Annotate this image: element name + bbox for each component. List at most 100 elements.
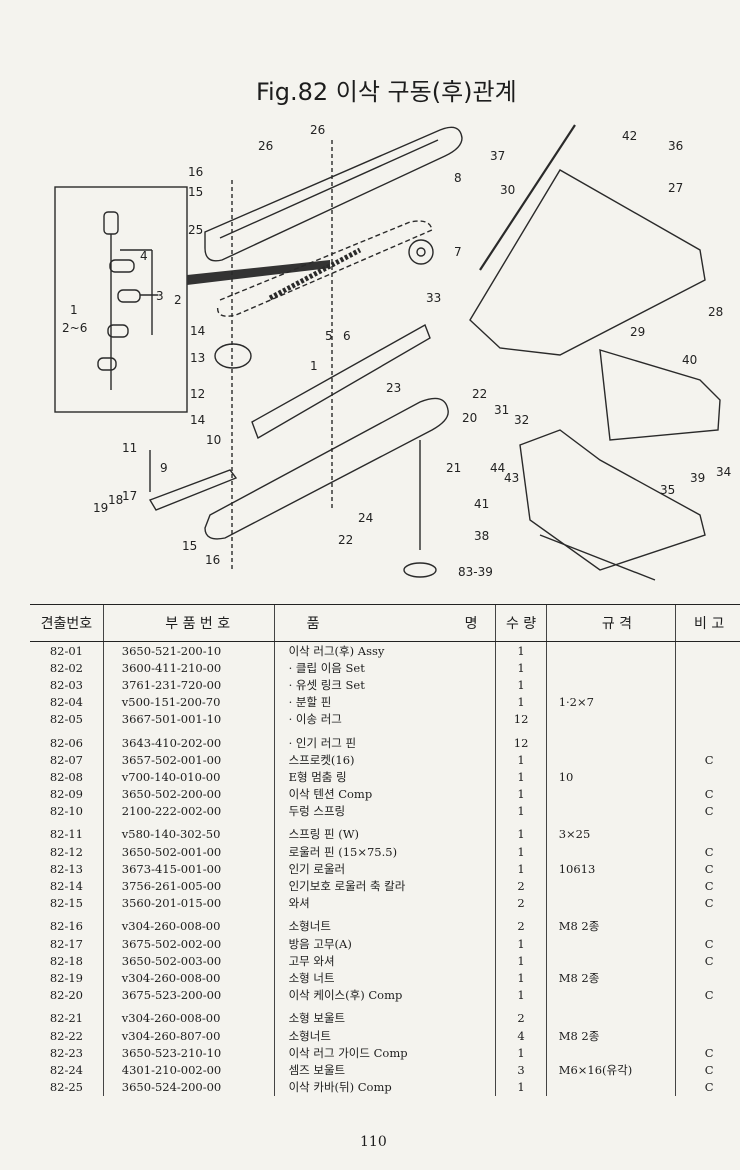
row-no: 82-25	[49, 1080, 83, 1095]
row-name: 이삭 카바(뒤) Comp	[273, 1078, 496, 1096]
row-qty: 1	[495, 768, 547, 786]
row-spec: M8 2종	[545, 911, 676, 935]
row-remark	[675, 641, 740, 660]
row-remark: C	[675, 802, 740, 820]
roller	[214, 343, 252, 369]
row-qty: 1	[495, 819, 547, 844]
row-spec	[545, 843, 676, 861]
row-qty: 2	[495, 1003, 547, 1027]
row-spec: M8 2종	[545, 1026, 676, 1045]
row-no: 82-15	[49, 896, 83, 911]
row-remark	[675, 676, 740, 694]
row-no: 82-11	[49, 827, 83, 842]
row-remark	[675, 693, 740, 711]
row-no: 82-01	[49, 643, 83, 658]
row-qty: 1	[495, 860, 547, 878]
callout-text: 36	[668, 139, 683, 153]
callout-text: 30	[500, 183, 515, 197]
callout-text: 39	[690, 471, 705, 485]
row-part-no: 3756-261-005-00	[102, 877, 275, 895]
row-qty: 1	[495, 641, 547, 660]
inset-box	[54, 186, 188, 413]
exploded-parts-diagram: 26 26 16 15 25 8 37 30 42 36 27 7 28 33 …	[0, 110, 740, 600]
tension-arm	[148, 469, 238, 511]
row-qty: 12	[495, 727, 547, 752]
row-no: 82-02	[49, 660, 83, 675]
row-qty: 1	[495, 969, 547, 987]
callout-text: 13	[190, 351, 205, 365]
callout-text: 44	[490, 461, 505, 475]
callout-text: 26	[310, 123, 325, 137]
row-no: 82-06	[49, 735, 83, 750]
row-no: 82-08	[49, 769, 83, 784]
row-name: 와셔	[273, 894, 496, 912]
bottom-guard	[519, 429, 706, 571]
row-spec	[545, 1003, 676, 1027]
callout-text: 40	[682, 353, 697, 367]
row-part-no: 3560-201-015-00	[102, 894, 275, 912]
row-part-no: v304-260-807-00	[102, 1026, 275, 1045]
row-part-no: 3675-523-200-00	[102, 986, 275, 1004]
callout-text: 32	[514, 413, 529, 427]
row-qty: 1	[495, 952, 547, 970]
row-name: 소형너트	[273, 1026, 496, 1045]
row-name: E형 멈춤 링	[273, 768, 496, 786]
row-qty: 1	[495, 751, 547, 769]
row-spec	[545, 710, 676, 728]
row-qty: 1	[495, 785, 547, 803]
callout-text: 12	[190, 387, 205, 401]
row-part-no: 3650-523-210-10	[102, 1044, 275, 1062]
row-name: 방음 고무(A)	[273, 935, 496, 953]
callout-text: 5	[325, 329, 333, 343]
row-remark: C	[675, 894, 740, 912]
row-name: 고무 와셔	[273, 952, 496, 970]
row-name: 소형 너트	[273, 969, 496, 987]
callout-text: 14	[190, 324, 205, 338]
row-qty: 2	[495, 911, 547, 935]
figure-title: Fig.82 이삭 구동(후)관계	[256, 78, 517, 106]
row-no: 82-10	[49, 804, 83, 819]
row-spec	[545, 641, 676, 660]
callout-text: 15	[188, 185, 203, 199]
row-name: 이삭 러그 가이드 Comp	[273, 1044, 496, 1062]
row-spec	[545, 935, 676, 953]
callout-text: 37	[490, 149, 505, 163]
callout-text: 34	[716, 465, 731, 479]
upper-case-outline	[204, 126, 463, 262]
callout-text: 25	[188, 223, 203, 237]
row-spec	[545, 751, 676, 769]
row-remark: C	[675, 986, 740, 1004]
row-qty: 2	[495, 894, 547, 912]
row-qty: 1	[495, 1078, 547, 1096]
row-qty: 3	[495, 1061, 547, 1079]
row-spec	[545, 952, 676, 970]
row-remark	[675, 768, 740, 786]
inset-chain	[97, 211, 158, 390]
callout-text: 23	[386, 381, 401, 395]
callout-text: 22	[472, 387, 487, 401]
chain-path	[216, 220, 433, 317]
row-name: 이삭 텐션 Comp	[273, 785, 496, 803]
row-name: · 유셋 링크 Set	[273, 676, 496, 694]
row-no: 82-16	[49, 919, 83, 934]
callout-text: 1	[70, 303, 78, 317]
row-part-no: 3667-501-001-10	[102, 710, 275, 728]
row-remark: C	[675, 1061, 740, 1079]
header-qty: 수 량	[495, 604, 547, 642]
row-name: 이삭 케이스(후) Comp	[273, 986, 496, 1004]
row-name: 이삭 러그(후) Assy	[273, 641, 496, 660]
row-remark: C	[675, 751, 740, 769]
row-no: 82-20	[49, 988, 83, 1003]
row-part-no: 4301-210-002-00	[102, 1061, 275, 1079]
row-name: 로울러 핀 (15×75.5)	[273, 843, 496, 861]
callout-text: 2	[174, 293, 182, 307]
row-no: 82-09	[49, 787, 83, 802]
